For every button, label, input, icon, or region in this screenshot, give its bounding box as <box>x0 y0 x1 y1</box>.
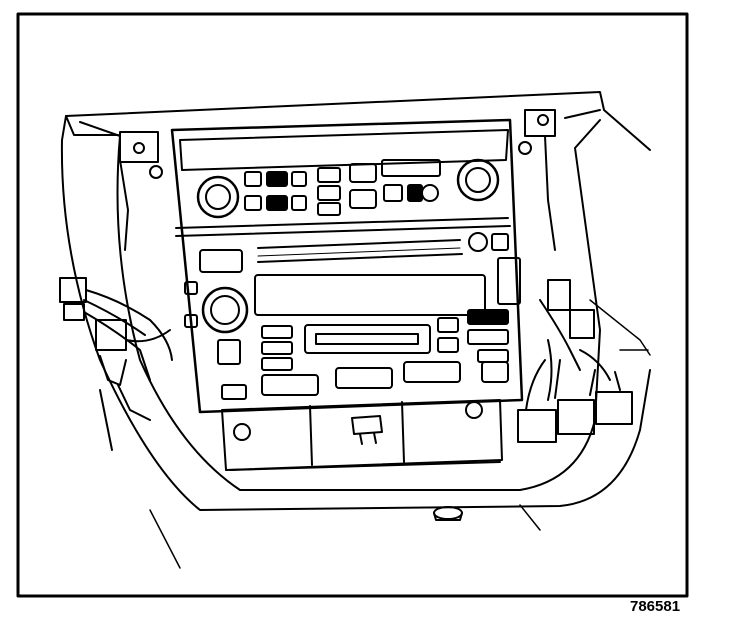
volume-knob <box>201 286 249 334</box>
figure-number: 786581 <box>630 598 681 615</box>
right-wiring-harness <box>517 279 633 443</box>
instrument-panel-bezel <box>60 91 651 569</box>
lower-fastener <box>433 506 463 521</box>
right-knob <box>456 158 500 202</box>
left-knob <box>196 175 240 219</box>
upper-bracket <box>119 109 556 251</box>
left-wiring-harness <box>59 277 173 451</box>
figure-frame <box>16 12 689 598</box>
radio-head-unit <box>170 118 524 414</box>
lower-pocket <box>221 399 503 471</box>
